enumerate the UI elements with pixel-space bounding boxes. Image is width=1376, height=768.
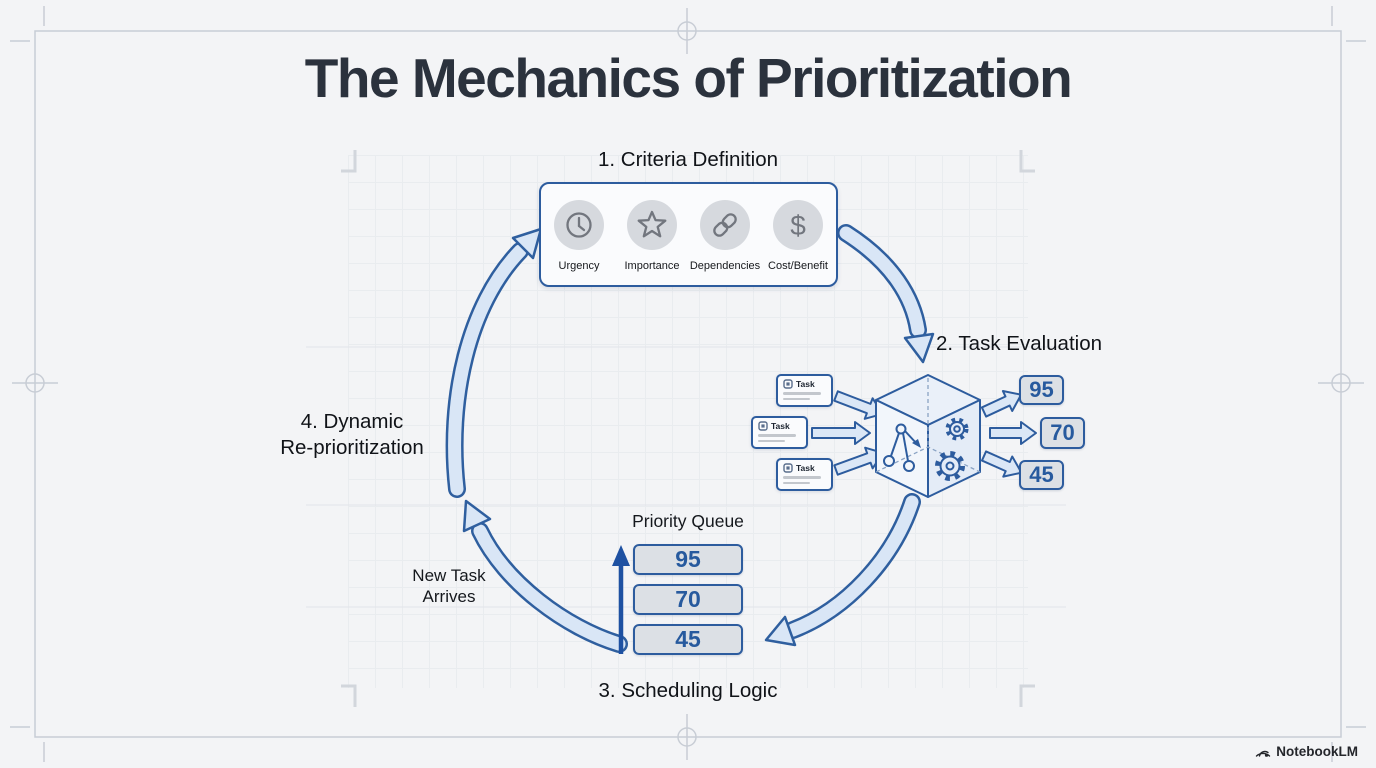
task-checkbox-icon — [783, 463, 793, 473]
score-box: 45 — [1019, 460, 1064, 490]
cycle-arc-bottom-left — [462, 499, 628, 653]
criterion-label: Dependencies — [689, 260, 761, 272]
grid-corner-brackets — [341, 150, 1035, 707]
task-card-line — [758, 439, 785, 442]
step-2-label: 2. Task Evaluation — [936, 332, 1103, 355]
task-checkbox-icon — [783, 379, 793, 389]
brand-name: NotebookLM — [1276, 744, 1358, 759]
new-task-line2: Arrives — [422, 586, 476, 606]
criterion-label: Importance — [624, 260, 680, 272]
task-card: Task — [776, 374, 833, 407]
cube-to-score-arrows — [980, 390, 1037, 478]
task-card-line — [783, 392, 821, 395]
score-box: 95 — [1019, 375, 1064, 405]
task-card-line — [783, 476, 821, 479]
page-title: The Mechanics of Prioritization — [304, 47, 1073, 109]
cube-hidden-edges — [875, 378, 981, 473]
new-task-annotation: New Task Arrives — [379, 566, 519, 607]
cycle-arc-top-right — [837, 224, 935, 364]
task-card-title: Task — [796, 463, 815, 473]
canvas-frame — [10, 6, 1366, 762]
score-box: 70 — [1040, 417, 1085, 449]
task-card-title: Task — [796, 379, 815, 389]
criterion-label: Urgency — [558, 260, 600, 272]
new-task-line1: New Task — [412, 566, 486, 585]
gears-icon — [935, 417, 969, 481]
task-card-line — [783, 397, 810, 400]
step-4-line2: Re-prioritization — [280, 435, 424, 459]
task-card-line — [758, 434, 796, 437]
cycle-arc-bottom-right — [764, 493, 921, 647]
criterion-dependencies: Dependencies — [690, 200, 760, 285]
step-3-label: 3. Scheduling Logic — [598, 679, 778, 702]
evaluation-cube — [875, 374, 981, 498]
decision-tree-icon — [883, 423, 921, 472]
link-icon — [700, 200, 750, 250]
criteria-definition-box: Urgency Importance Dependencies — [539, 182, 838, 287]
queue-item: 70 — [633, 584, 743, 615]
criterion-urgency: Urgency — [553, 200, 605, 285]
step-4-line1: 4. Dynamic — [300, 410, 404, 433]
task-card-title: Task — [771, 421, 790, 431]
star-icon — [627, 200, 677, 250]
criterion-importance: Importance — [624, 200, 680, 285]
svg-text:$: $ — [790, 210, 806, 241]
step-4-label: 4. Dynamic Re-prioritization — [242, 409, 462, 460]
clock-icon — [554, 200, 604, 250]
queue-up-arrow — [612, 545, 630, 654]
cycle-arc-left — [445, 227, 543, 498]
priority-queue-title: Priority Queue — [632, 511, 744, 531]
task-card: Task — [751, 416, 808, 449]
notebooklm-logo-icon — [1256, 750, 1271, 757]
queue-item: 45 — [633, 624, 743, 655]
task-card-line — [783, 481, 810, 484]
criterion-label: Cost/Benefit — [768, 260, 828, 272]
step-1-label: 1. Criteria Definition — [597, 148, 778, 171]
queue-item: 95 — [633, 544, 743, 575]
criterion-cost-benefit: $ Cost/Benefit — [768, 200, 828, 285]
task-card: Task — [776, 458, 833, 491]
dollar-icon: $ — [773, 200, 823, 250]
footer-brand: NotebookLM — [1255, 744, 1358, 759]
task-checkbox-icon — [758, 421, 768, 431]
